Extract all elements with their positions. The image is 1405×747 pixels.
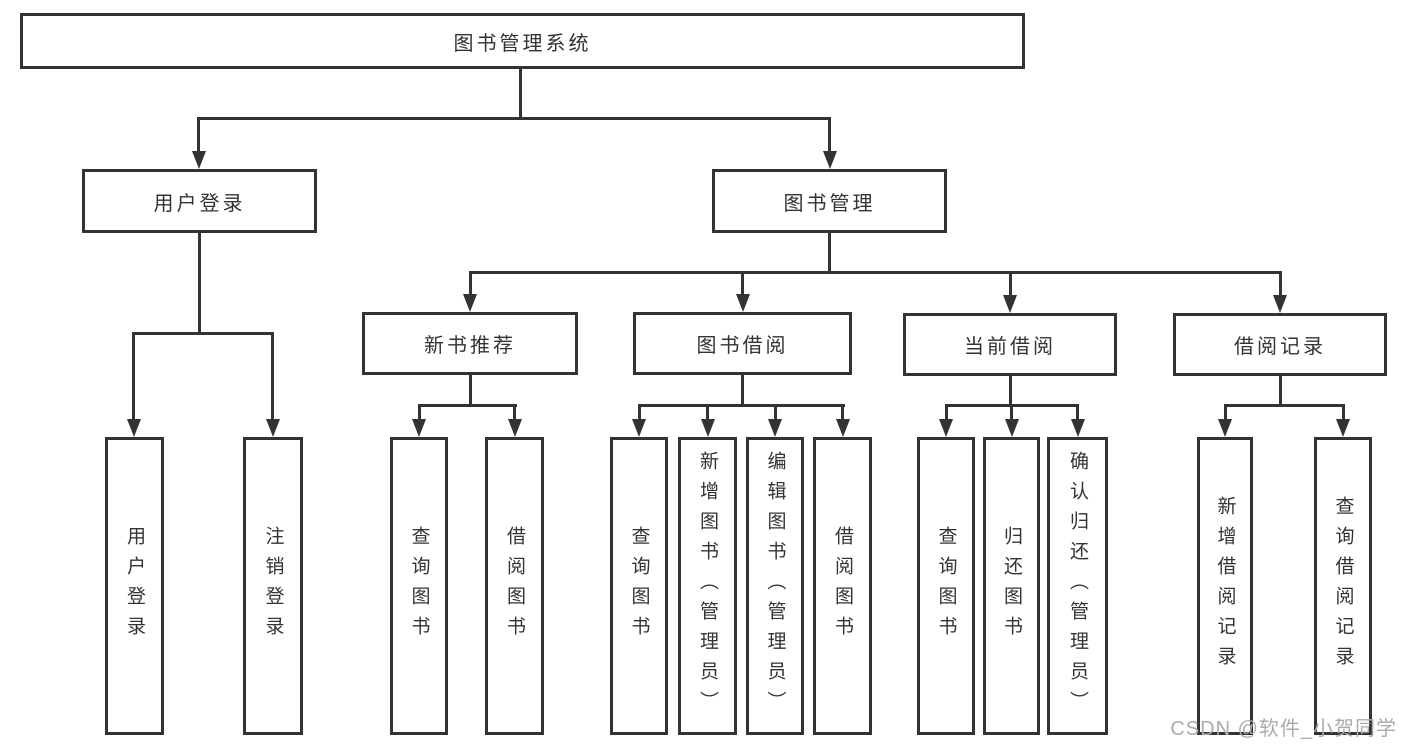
connector-line [197, 117, 831, 120]
leaf-borrow-query-books-label: 查询图书 [628, 526, 650, 646]
connector-line [196, 117, 200, 153]
connector-line [271, 332, 274, 421]
node-book-borrowing: 图书借阅 [633, 312, 852, 375]
node-new-book-recommend: 新书推荐 [362, 312, 578, 375]
csdn-watermark: CSDN @软件_小贺同学 [1170, 718, 1397, 740]
leaf-logout: 注销登录 [243, 437, 303, 735]
leaf-borrow-borrow-books: 借阅图书 [813, 437, 872, 735]
arrow-down-icon [735, 294, 750, 312]
leaf-newbooks-query-books-label: 查询图书 [408, 526, 430, 646]
leaf-records-query-record-label: 查询借阅记录 [1332, 496, 1354, 676]
connector-line [828, 117, 831, 153]
leaf-newbooks-borrow-books: 借阅图书 [485, 437, 544, 735]
arrow-down-icon [412, 419, 426, 437]
leaf-current-confirm-return-admin: 确认归还（管理员） [1047, 437, 1108, 735]
connector-line [518, 69, 522, 119]
connector-line [1008, 376, 1012, 407]
leaf-borrow-edit-books-admin-label: 编辑图书（管理员） [764, 451, 786, 721]
connector-line [1010, 404, 1013, 421]
node-borrowing-records: 借阅记录 [1173, 313, 1387, 376]
leaf-borrow-add-books-admin: 新增图书（管理员） [678, 437, 737, 735]
arrow-down-icon [822, 151, 837, 169]
connector-line [1278, 271, 1282, 297]
leaf-current-confirm-return-admin-label: 确认归还（管理员） [1067, 451, 1088, 721]
connector-line [1278, 376, 1282, 407]
node-book-management: 图书管理 [712, 169, 947, 233]
connector-line [637, 404, 641, 421]
connector-line [741, 271, 744, 297]
connector-line [1223, 404, 1345, 407]
connector-line [513, 404, 516, 421]
connector-line [1223, 404, 1227, 421]
connector-line [132, 332, 274, 335]
connector-line [1341, 404, 1345, 421]
arrow-down-icon [1336, 419, 1350, 437]
connector-line [198, 233, 201, 335]
connector-line [637, 404, 845, 407]
arrow-down-icon [1070, 419, 1085, 437]
connector-line [417, 404, 421, 421]
connector-line [468, 375, 472, 407]
leaf-user-login-label: 用户登录 [124, 526, 145, 646]
leaf-borrow-add-books-admin-label: 新增图书（管理员） [697, 451, 718, 721]
leaf-newbooks-borrow-books-label: 借阅图书 [504, 526, 525, 646]
connector-line [1008, 271, 1012, 297]
connector-line [1076, 404, 1079, 421]
leaf-borrow-borrow-books-label: 借阅图书 [832, 526, 853, 646]
arrow-down-icon [835, 419, 850, 437]
arrow-down-icon [191, 151, 206, 169]
arrow-down-icon [939, 419, 953, 437]
arrow-down-icon [700, 419, 715, 437]
arrow-down-icon [126, 419, 141, 437]
connector-line [741, 375, 744, 407]
leaf-current-query-books-label: 查询图书 [935, 526, 957, 646]
arrow-down-icon [1004, 419, 1019, 437]
arrow-down-icon [1003, 295, 1017, 313]
root-node-library-system: 图书管理系统 [20, 13, 1025, 69]
leaf-borrow-edit-books-admin: 编辑图书（管理员） [746, 437, 804, 735]
connector-line [132, 332, 135, 421]
arrow-down-icon [265, 419, 280, 437]
connector-line [417, 404, 517, 407]
connector-line [706, 404, 709, 421]
connector-line [944, 404, 948, 421]
leaf-current-query-books: 查询图书 [917, 437, 975, 735]
connector-line [773, 404, 777, 421]
connector-line [468, 271, 1282, 274]
leaf-records-add-record-label: 新增借阅记录 [1214, 496, 1236, 676]
leaf-current-return-books-label: 归还图书 [1001, 526, 1022, 646]
node-user-login: 用户登录 [82, 169, 317, 233]
arrow-down-icon [768, 419, 782, 437]
leaf-records-add-record: 新增借阅记录 [1197, 437, 1253, 735]
leaf-newbooks-query-books: 查询图书 [390, 437, 448, 735]
arrow-down-icon [1218, 419, 1232, 437]
node-current-borrowing: 当前借阅 [903, 313, 1117, 376]
leaf-user-login: 用户登录 [105, 437, 164, 735]
arrow-down-icon [632, 419, 646, 437]
leaf-logout-label: 注销登录 [262, 526, 284, 646]
connector-line [468, 271, 472, 297]
arrow-down-icon [1273, 295, 1287, 313]
arrow-down-icon [463, 294, 477, 312]
connector-line [828, 233, 831, 274]
leaf-current-return-books: 归还图书 [983, 437, 1040, 735]
leaf-borrow-query-books: 查询图书 [610, 437, 668, 735]
arrow-down-icon [507, 419, 522, 437]
leaf-records-query-record: 查询借阅记录 [1314, 437, 1372, 735]
connector-line [841, 404, 844, 421]
